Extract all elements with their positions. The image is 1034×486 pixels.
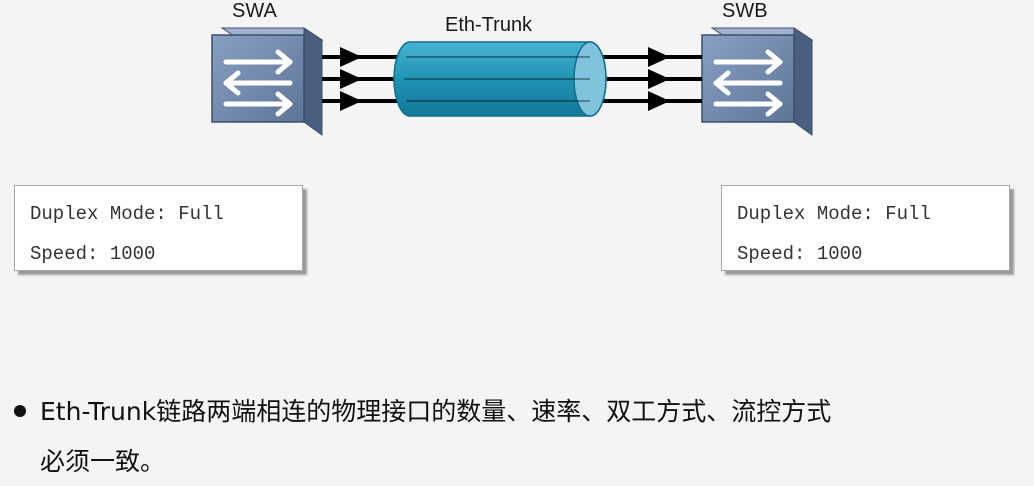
arrow-head-right-2 (648, 69, 670, 89)
bullet-point: Eth-Trunk链路两端相连的物理接口的数量、速率、双工方式、流控方式 (14, 392, 831, 428)
eth-trunk-label: Eth-Trunk (445, 14, 533, 36)
right-arrowheads (648, 47, 670, 111)
switch-b-icon (701, 27, 814, 136)
swb-speed: Speed: 1000 (737, 243, 863, 265)
swa-interface-info: Duplex Mode: Full Speed: 1000 (14, 185, 303, 271)
bullet-dot-icon (14, 405, 26, 417)
swb-duplex-mode: Duplex Mode: Full (737, 203, 931, 225)
switch-a-icon (211, 27, 324, 136)
swa-speed: Speed: 1000 (30, 243, 156, 265)
arrow-head-right-1 (648, 47, 670, 67)
bullet-text-line-1: Eth-Trunk链路两端相连的物理接口的数量、速率、双工方式、流控方式 (40, 397, 832, 426)
arrow-head-left-2 (340, 69, 362, 89)
switch-b-label: SWB (722, 0, 768, 22)
bullet-text-line-2: 必须一致。 (40, 447, 166, 476)
arrow-head-left-3 (340, 91, 362, 111)
arrow-head-right-3 (648, 91, 670, 111)
left-arrowheads (340, 47, 362, 111)
swa-duplex-mode: Duplex Mode: Full (30, 203, 224, 225)
swb-interface-info: Duplex Mode: Full Speed: 1000 (721, 185, 1010, 271)
topology-diagram (211, 27, 814, 136)
eth-trunk-cylinder (393, 41, 607, 117)
switch-a-label: SWA (232, 0, 277, 22)
bullet-continuation: 必须一致。 (40, 442, 165, 478)
arrow-head-left-1 (340, 47, 362, 67)
